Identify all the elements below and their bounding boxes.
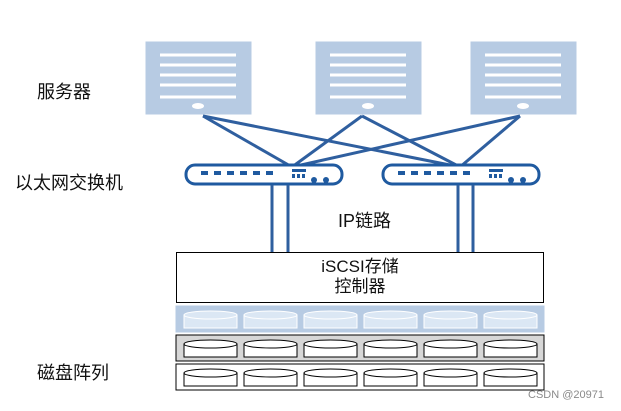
ip-link-label: IP链路 <box>338 211 392 231</box>
ip-links <box>270 185 475 252</box>
server-1-icon <box>144 40 253 116</box>
switches-label: 以太网交换机 <box>15 173 123 193</box>
disk-array <box>175 305 545 391</box>
server-3-icon <box>469 40 578 116</box>
server-switch-links <box>202 114 521 169</box>
storage-line2: 控制器 <box>334 277 386 296</box>
disk-row-bottom <box>183 368 538 387</box>
disk-row-top <box>183 310 538 329</box>
disk-array-label: 磁盘阵列 <box>37 363 109 383</box>
iscsi-storage-controller: iSCSI存储 控制器 <box>176 252 544 303</box>
switch-2-icon <box>381 163 541 186</box>
server-2-icon <box>314 40 423 116</box>
switch-1-icon <box>184 163 344 186</box>
storage-line1: iSCSI存储 <box>321 257 399 276</box>
servers-label: 服务器 <box>37 82 91 102</box>
disk-row-middle <box>183 339 538 358</box>
watermark-text: CSDN @20971 <box>528 389 604 401</box>
